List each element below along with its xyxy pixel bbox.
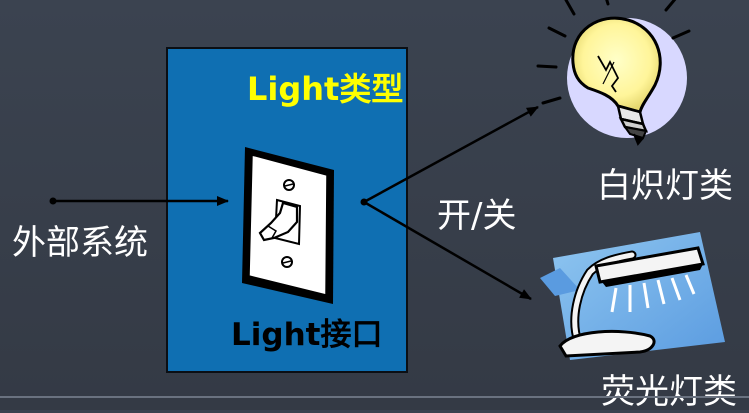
slide-divider	[0, 396, 749, 398]
incandescent-label: 白炽灯类	[597, 166, 733, 206]
fluorescent-lamp-icon	[540, 232, 725, 360]
light-bulb-icon	[536, 0, 691, 146]
input-connector	[49, 196, 229, 206]
light-switch-icon	[242, 147, 334, 304]
external-system-label: 外部系统	[12, 223, 148, 263]
on-off-label: 开/关	[437, 196, 517, 236]
light-interface-label: Light接口	[231, 317, 383, 353]
fluorescent-label: 荧光灯类	[601, 372, 737, 412]
output-connectors	[360, 105, 539, 301]
light-type-title: Light类型	[247, 70, 404, 108]
